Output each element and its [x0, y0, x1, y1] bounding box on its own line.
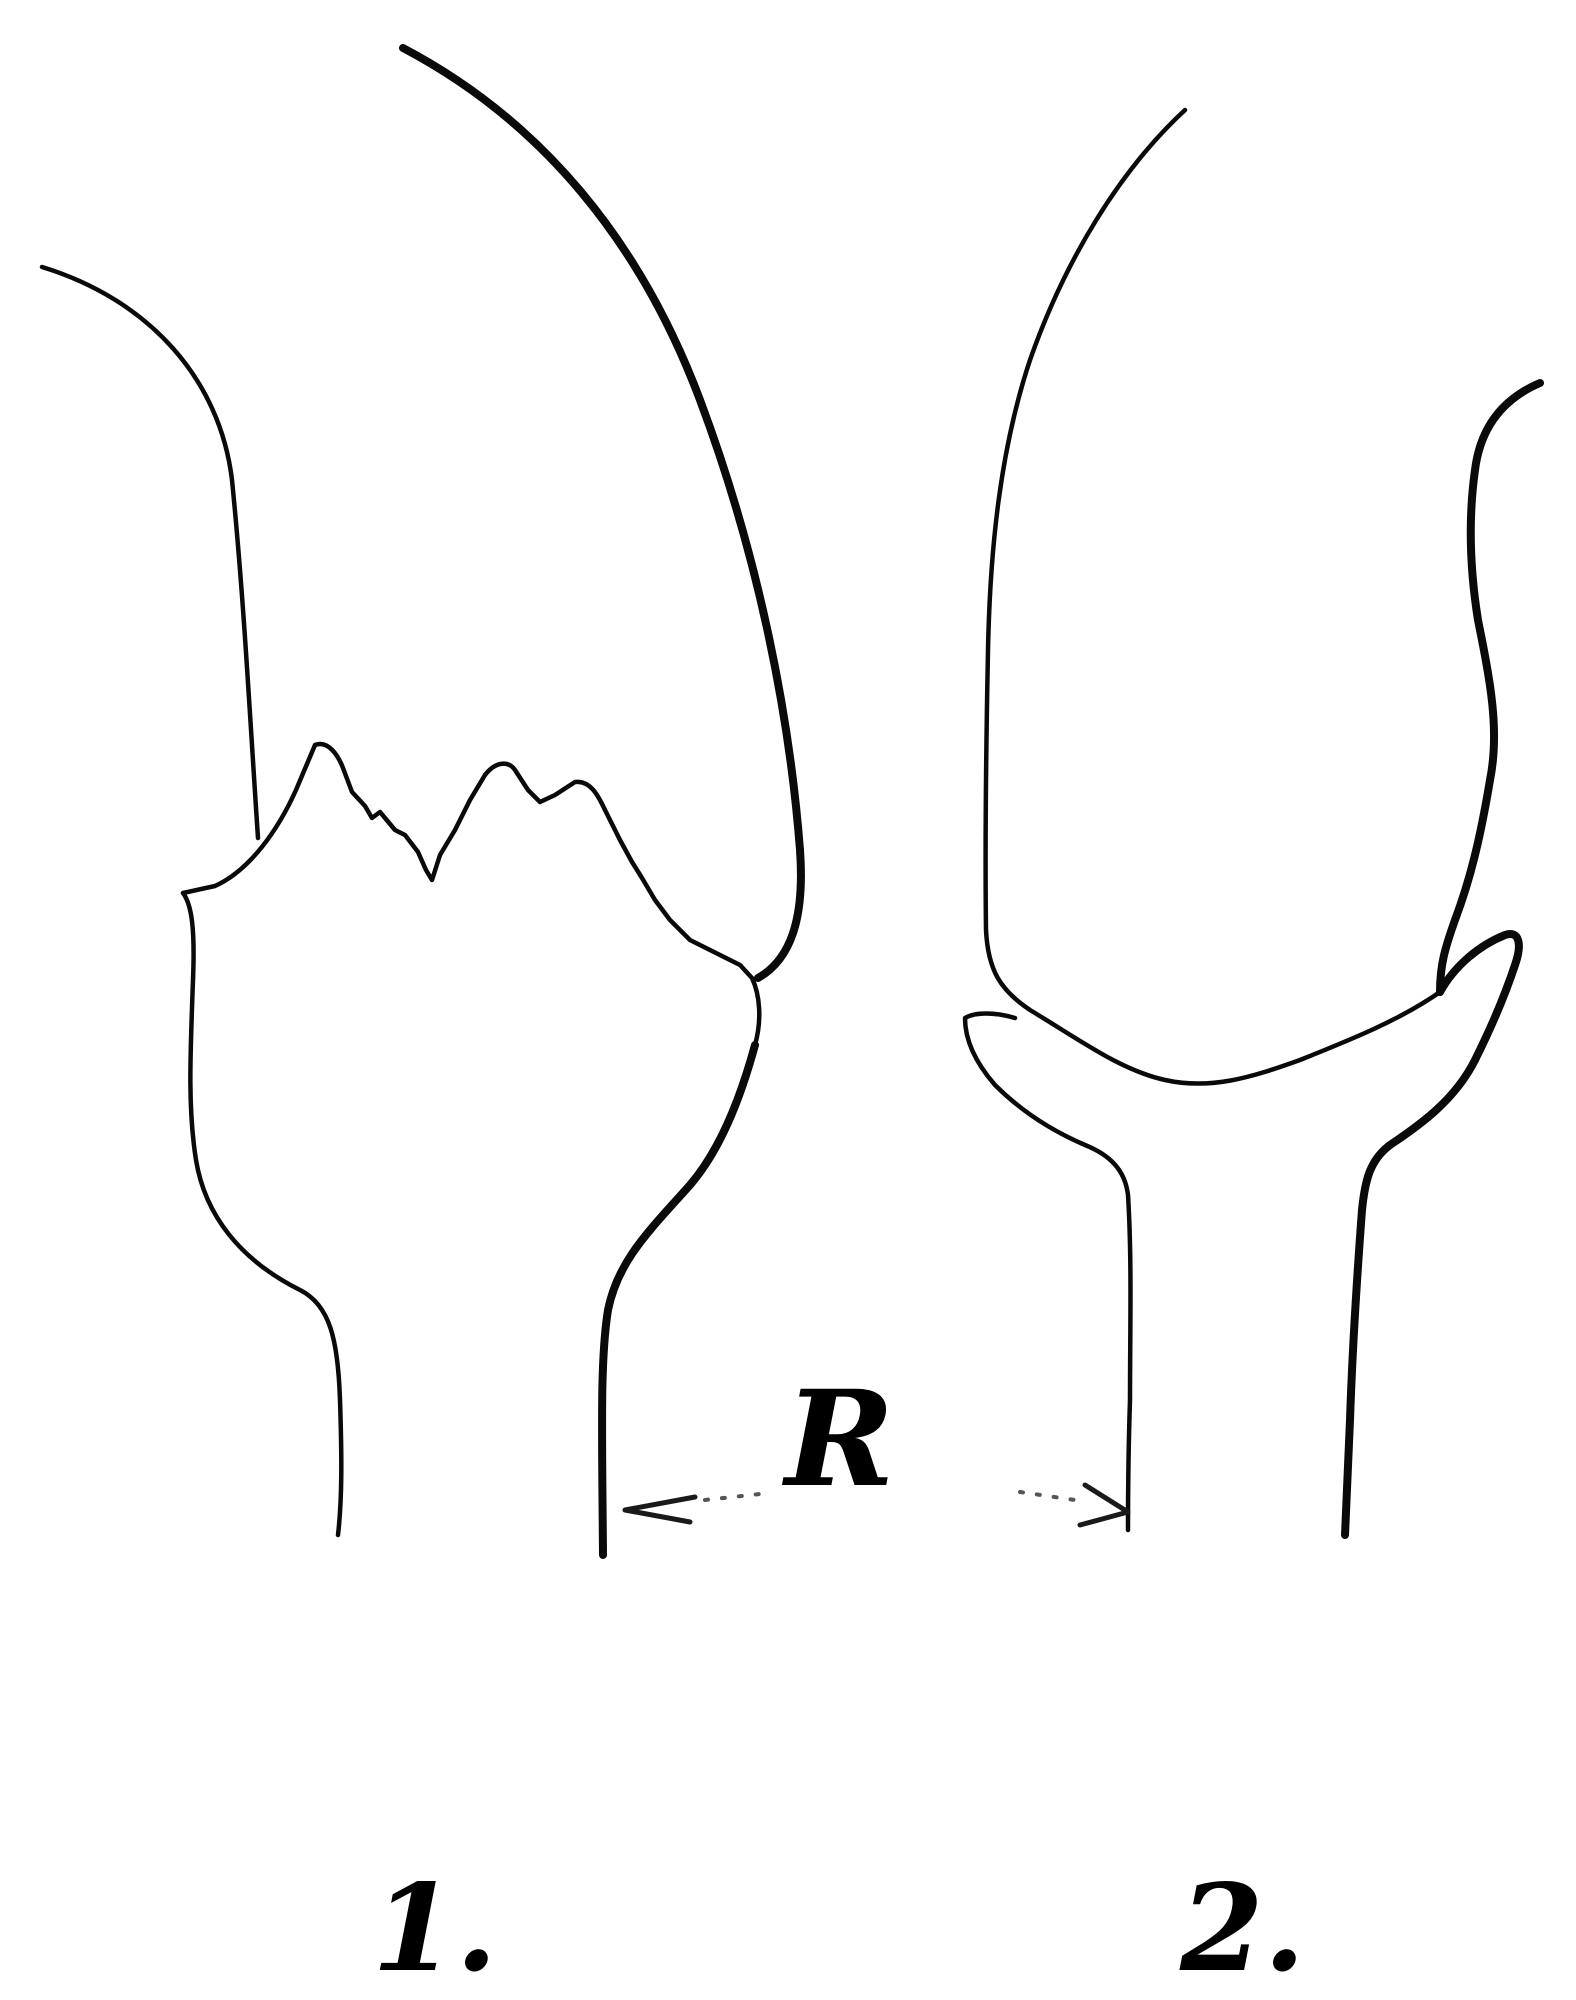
r-left-dotted-line — [705, 1494, 760, 1500]
figure-2-drawing — [965, 110, 1540, 1535]
fig1-receptacle-right — [602, 1045, 755, 1555]
r-left-arrowhead — [625, 1497, 695, 1522]
figure-label-2: 2. — [1179, 1858, 1305, 1999]
region-label-r: R — [781, 1362, 895, 1517]
fig1-left-petal-outline — [42, 267, 258, 838]
r-right-dotted-line — [1020, 1492, 1075, 1500]
r-measurement: R — [625, 1362, 1128, 1525]
fig2-left-petal-outline — [986, 110, 1440, 1084]
figure-label-1: 1. — [372, 1858, 497, 1999]
fig2-right-petal-outline — [1440, 383, 1540, 992]
fig2-bent-sepal — [1345, 934, 1519, 1535]
r-right-arrowhead — [1080, 1485, 1128, 1525]
figure-1-drawing — [42, 48, 801, 1555]
fig1-right-petal-outline — [403, 48, 801, 978]
fig2-left-sepal-stem — [965, 1014, 1131, 1531]
fig1-receptacle-left — [183, 893, 341, 1535]
fig1-jagged-crown — [183, 744, 759, 1045]
